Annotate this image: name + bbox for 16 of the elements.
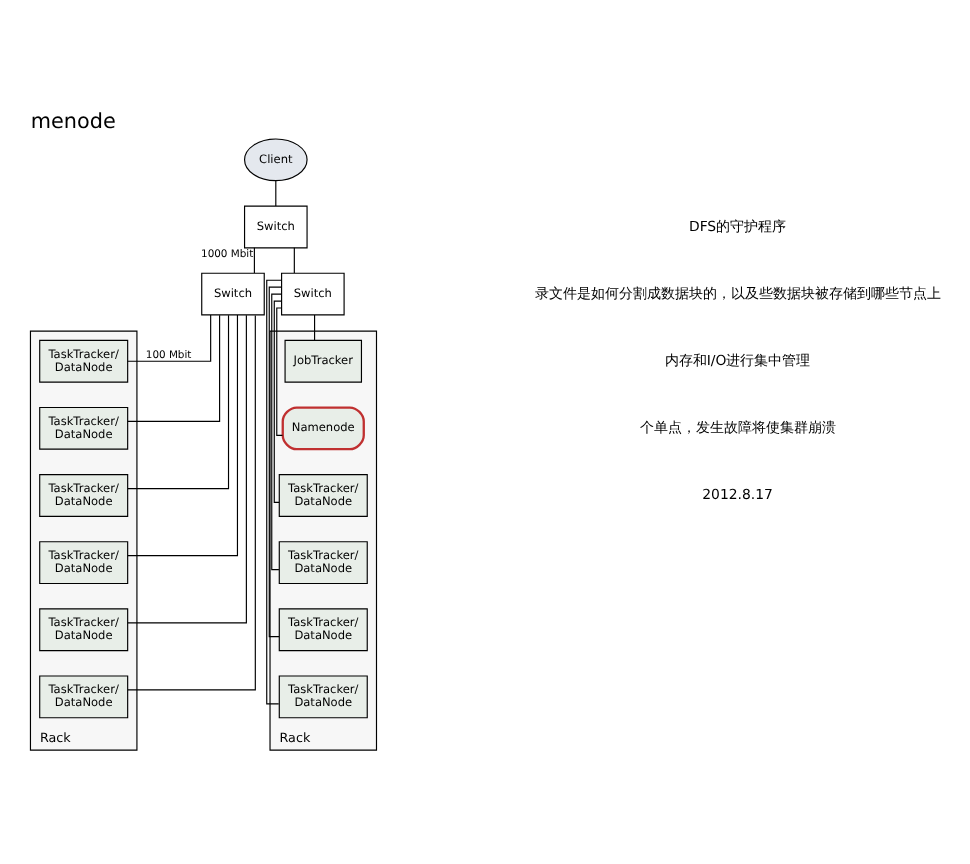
connector bbox=[266, 278, 282, 704]
connector bbox=[276, 306, 284, 435]
connector bbox=[273, 299, 282, 502]
connector bbox=[127, 313, 212, 361]
connector bbox=[127, 313, 247, 623]
connector bbox=[253, 246, 255, 273]
connector bbox=[268, 285, 282, 637]
connector bbox=[314, 313, 316, 340]
connector bbox=[271, 292, 282, 570]
connector bbox=[127, 313, 230, 489]
connector bbox=[275, 179, 277, 206]
diagram-title: menode bbox=[30, 108, 116, 133]
connector bbox=[127, 313, 239, 556]
connector bbox=[127, 313, 256, 690]
connector bbox=[127, 313, 221, 421]
connector bbox=[293, 246, 295, 273]
